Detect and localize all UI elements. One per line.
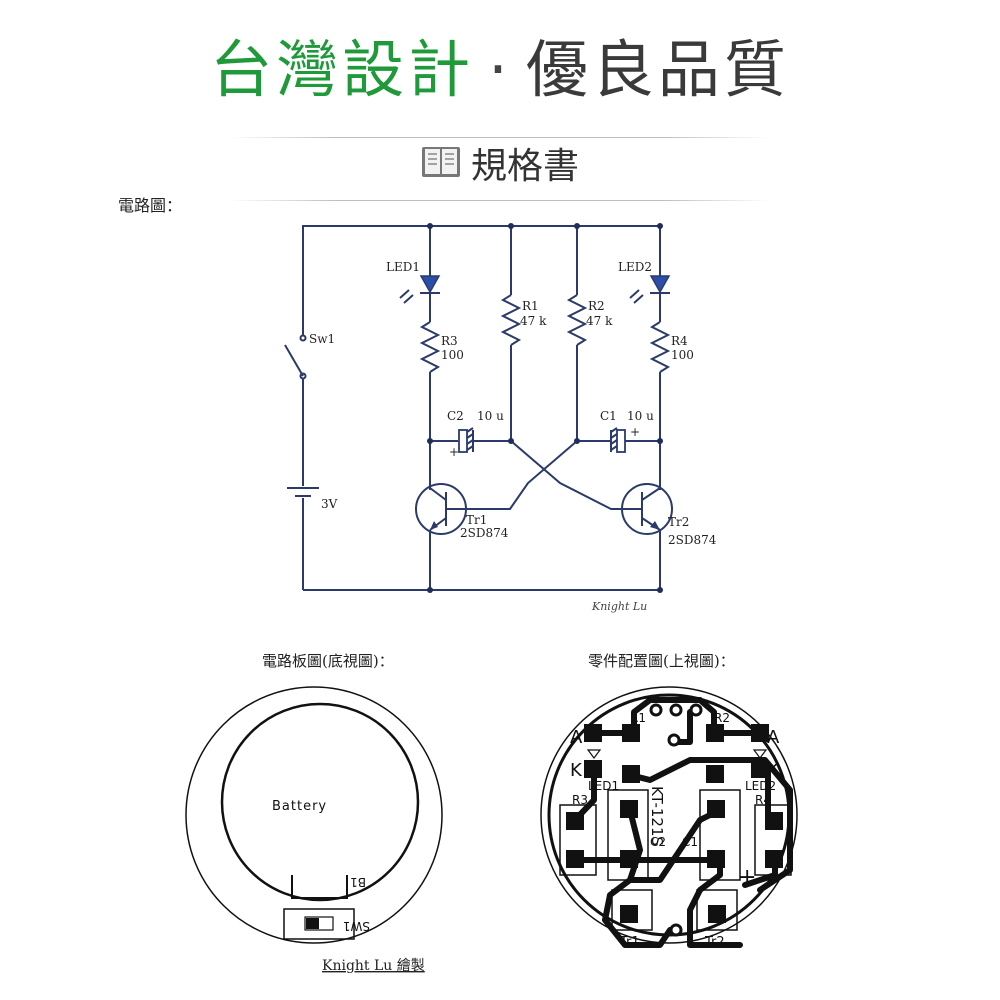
c2-name: C2	[447, 409, 464, 423]
layout-r2: R2	[714, 711, 730, 725]
c1-plus: +	[630, 425, 640, 439]
solder-pads	[566, 703, 783, 937]
spec-title-text: 規格書	[470, 146, 579, 187]
pcb-outline-right	[540, 686, 798, 944]
r4-name: R4	[671, 334, 688, 348]
battery-tab	[291, 875, 348, 899]
led2-anode: A	[767, 727, 780, 748]
spec-title: 規格書	[0, 143, 1000, 192]
led-outlines	[586, 749, 768, 759]
c2-plus: +	[449, 445, 459, 459]
led2-rays-icon	[629, 289, 644, 304]
capacitor-c2-plate1	[458, 429, 468, 453]
component-outlines	[559, 789, 792, 931]
wire-cross-2	[468, 440, 578, 510]
transistor-tr2	[620, 483, 673, 535]
c1-value: 10 u	[627, 409, 654, 423]
pcb-bottom-label: 電路板圖(底視圖)：	[262, 652, 394, 670]
divider-top	[230, 137, 770, 138]
battery-label: 3V	[321, 497, 338, 511]
resistor-r2	[566, 294, 588, 346]
b1-label: B1	[350, 875, 366, 889]
wire-top-left	[302, 225, 430, 335]
schematic-label: 電路圖：	[118, 196, 183, 215]
r2-value: 47 k	[586, 314, 613, 328]
headline-green: 台灣設計	[210, 33, 475, 106]
headline-gray: 優良品質	[525, 33, 790, 106]
r3-name: R3	[441, 334, 458, 348]
layout-top-label: 零件配置圖(上視圖)：	[588, 652, 735, 670]
led2-triangle	[649, 275, 671, 294]
circuit-schematic: Sw1 3V LED1 R3 100 R1 47 k R2 47 k LED2 …	[284, 223, 717, 613]
wire-cross-1	[510, 440, 620, 510]
led1-cathode: K	[570, 760, 583, 781]
schematic-signature: Knight Lu	[591, 600, 647, 613]
led2-cathode: K	[767, 760, 780, 781]
c1-name: C1	[600, 409, 617, 423]
led1-triangle	[419, 275, 441, 294]
page-headline: 台灣設計·優良品質	[0, 30, 1000, 110]
sw1-bottom-label: SW1	[343, 919, 370, 933]
battery-outline	[220, 702, 420, 902]
sw1-label: Sw1	[309, 332, 335, 346]
headline-dot: ·	[488, 33, 512, 106]
led1-label: LED1	[386, 260, 420, 274]
resistor-r3	[419, 321, 441, 373]
resistor-r1	[500, 294, 522, 346]
copper-traces	[572, 697, 793, 948]
layout-led1: LED1	[588, 779, 619, 793]
tr2-name: Tr2	[668, 515, 689, 529]
led1-rays-icon	[399, 289, 414, 304]
junction-dots	[427, 223, 663, 593]
transistor-tr1	[415, 483, 468, 535]
r3-value: 100	[441, 348, 464, 362]
divider-bottom	[230, 200, 770, 201]
battery-text: Battery	[272, 799, 327, 814]
switch-body	[283, 908, 355, 940]
layout-tr1: Tr1	[619, 935, 640, 950]
r1-name: R1	[522, 299, 539, 313]
layout-c1: C1	[682, 835, 698, 849]
layout-r1: R1	[630, 711, 646, 725]
layout-tr2: Tr2	[704, 935, 725, 950]
tr2-part: 2SD874	[668, 533, 717, 547]
battery-symbol	[287, 487, 319, 497]
layout-r3: R3	[572, 793, 588, 807]
pcb-credit: Knight Lu 繪製	[322, 957, 425, 974]
layout-plus: +	[738, 865, 756, 890]
capacitor-c1-plate1	[610, 427, 618, 452]
layout-led2: LED2	[745, 779, 776, 793]
tr1-part: 2SD874	[460, 526, 509, 540]
r4-value: 100	[671, 348, 694, 362]
board-id: KT-121S	[648, 786, 666, 846]
layout-r4: R4	[755, 793, 771, 807]
led2-label: LED2	[618, 260, 652, 274]
layout-c2: C2	[650, 835, 666, 849]
led1-anode: A	[570, 727, 583, 748]
r2-name: R2	[588, 299, 605, 313]
pcb-outline-left	[185, 686, 443, 944]
switch-sw1	[284, 334, 307, 380]
c2-value: 10 u	[477, 409, 504, 423]
r1-value: 47 k	[520, 314, 547, 328]
tr1-name: Tr1	[466, 513, 487, 527]
resistor-r4	[649, 321, 671, 373]
book-icon	[421, 144, 461, 192]
switch-knob	[306, 918, 319, 929]
